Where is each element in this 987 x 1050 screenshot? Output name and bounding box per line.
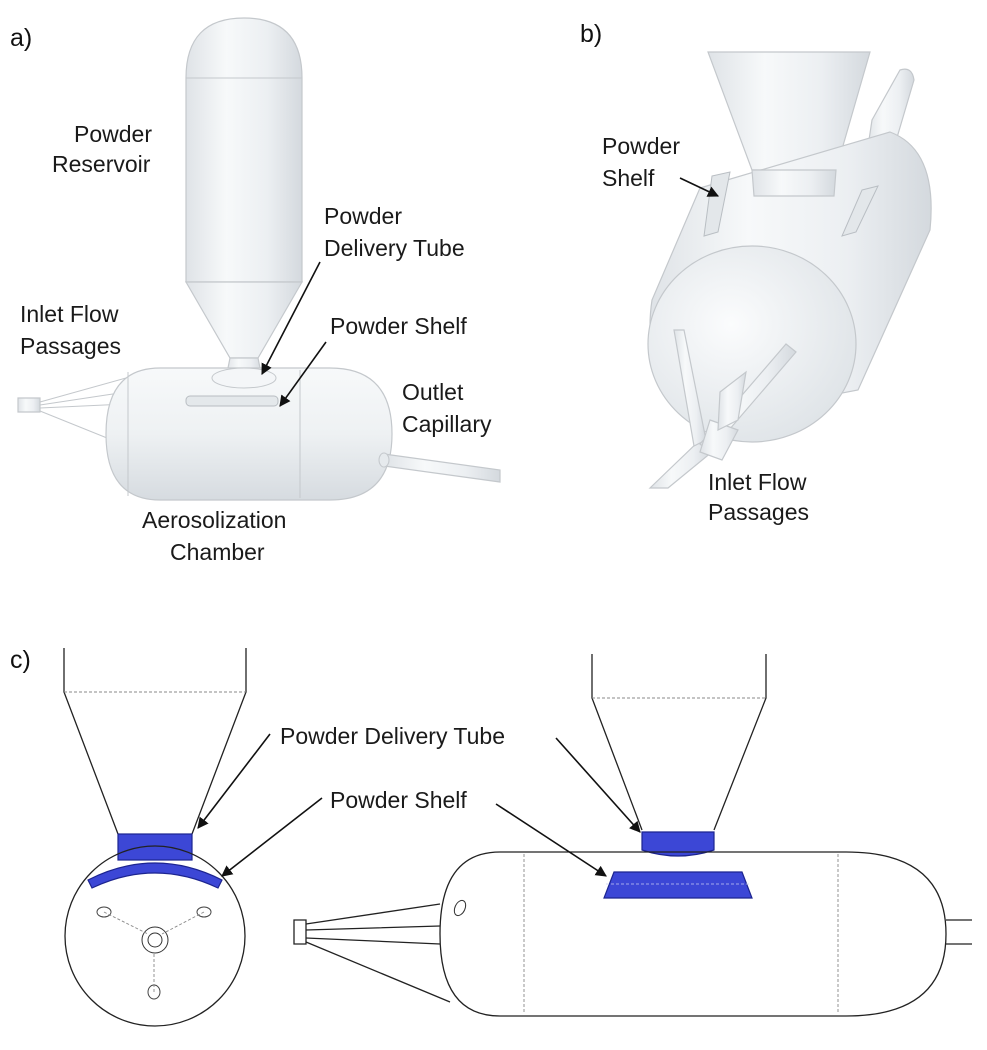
arrow-delivery-tube-a — [261, 261, 321, 375]
label-powder-delivery-tube-c: Powder Delivery Tube — [280, 723, 505, 749]
label-powder-reservoir-1: Powder — [74, 121, 152, 147]
label-inlet-flow-2-a: Passages — [20, 333, 121, 359]
aerosolization-chamber-shape — [105, 367, 393, 501]
side-view — [293, 654, 972, 1017]
label-powder-delivery-tube-2: Delivery Tube — [324, 235, 465, 261]
delivery-tube-highlight-end — [117, 833, 193, 861]
powder-shelf-highlight-end — [87, 862, 223, 889]
delivery-tube-highlight-side — [641, 831, 715, 857]
outlet-capillary-shape — [378, 452, 501, 483]
powder-shelf-highlight-side — [603, 871, 753, 899]
label-aerosolization-chamber-2: Chamber — [170, 539, 265, 565]
label-powder-shelf-a: Powder Shelf — [330, 313, 467, 339]
label-outlet-capillary-1: Outlet — [402, 379, 464, 405]
inlet-flow-passages-shape — [17, 377, 127, 441]
panel-c-tag: c) — [10, 646, 31, 674]
panel-b-tag: b) — [580, 20, 602, 48]
label-inlet-flow-b-2: Passages — [708, 499, 809, 525]
label-aerosolization-chamber-1: Aerosolization — [142, 507, 286, 533]
label-powder-reservoir-2: Reservoir — [52, 151, 151, 177]
arrow-powder-shelf-c-right — [495, 803, 607, 877]
label-inlet-flow-1-a: Inlet Flow — [20, 301, 119, 327]
arrow-delivery-tube-c-right — [555, 737, 641, 833]
arrow-powder-shelf-b — [679, 177, 720, 197]
arrow-powder-shelf-a — [279, 341, 327, 407]
label-inlet-flow-b-1: Inlet Flow — [708, 469, 807, 495]
label-powder-delivery-tube-1: Powder — [324, 203, 402, 229]
panel-a: a) Powder Reservoir — [10, 17, 501, 565]
end-view — [63, 648, 247, 1027]
inlet-tubes-shape-b — [648, 329, 797, 489]
label-powder-shelf-c: Powder Shelf — [330, 787, 467, 813]
arrow-powder-shelf-c-left — [221, 797, 323, 877]
panel-a-tag: a) — [10, 24, 32, 52]
panel-c: c) — [10, 646, 972, 1027]
label-powder-shelf-b-1: Powder — [602, 133, 680, 159]
panel-b: b) Powder Shelf Inlet Flow Passages — [580, 20, 932, 525]
powder-reservoir-shape — [184, 17, 304, 379]
label-powder-shelf-b-2: Shelf — [602, 165, 655, 191]
arrow-delivery-tube-c-left — [197, 733, 271, 829]
label-outlet-capillary-2: Capillary — [402, 411, 492, 437]
